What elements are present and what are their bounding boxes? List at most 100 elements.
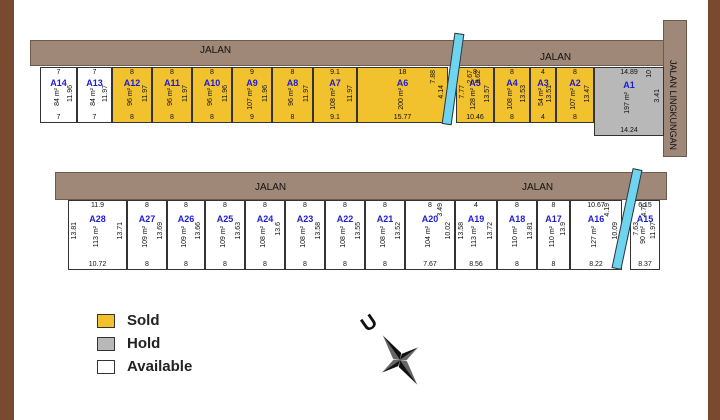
- lot-right-dimension: 13.51: [546, 85, 553, 103]
- lot-code: A27: [138, 214, 156, 224]
- lot-right-dimension: 4.14: [438, 85, 445, 99]
- lot-code: A11: [163, 78, 180, 88]
- lot-code: A26: [177, 214, 195, 224]
- lot-right-dimension: 13.6: [275, 222, 282, 236]
- lot-top-dimension: 8: [551, 202, 556, 209]
- lot-left-dimension: 13.58: [458, 222, 465, 240]
- lot-top-dimension: 8: [210, 69, 214, 76]
- lot-area: 84 m²: [89, 88, 97, 106]
- lot-code: A17: [545, 214, 562, 224]
- lot-top-dimension: 8: [290, 69, 295, 76]
- lot-right-dimension: 13.47: [584, 85, 591, 103]
- lot-code: A22: [336, 214, 354, 224]
- lot-code: A25: [216, 214, 234, 224]
- legend-label-available: Available: [127, 358, 193, 375]
- lot-top-dimension: 8: [383, 202, 387, 209]
- lot-area: 96 m²: [207, 88, 214, 106]
- compass-north-letter: U: [357, 310, 381, 336]
- lot-code: A13: [86, 78, 103, 88]
- lot-right-dimension: 13.69: [157, 222, 164, 240]
- lot-bottom-dimension: 8: [145, 261, 149, 268]
- lot-bottom-dimension: 8: [573, 114, 577, 121]
- lot-top-dimension: 4: [541, 69, 545, 76]
- lot-area: 107 m²: [247, 88, 254, 110]
- lot-top-dimension: 8: [343, 202, 347, 209]
- lot-top-dimension: 8: [223, 202, 227, 209]
- road-top: [30, 40, 667, 66]
- lot-bottom-dimension: 4: [541, 114, 545, 121]
- lot-right-dimension: 13.72: [487, 222, 494, 240]
- lot-bottom-dimension: 9: [250, 114, 254, 121]
- lot-bottom-dimension: 8: [343, 261, 347, 268]
- lot-top-dimension: 7: [92, 69, 97, 76]
- lot-area: 109 m²: [142, 226, 149, 248]
- lot-area: 128 m²: [470, 88, 477, 110]
- road-label-top-left: JALAN: [200, 45, 232, 56]
- frame-left: [0, 0, 14, 420]
- lot-top-dimension: 7: [56, 69, 61, 76]
- lot-right-dimension: 13.58: [315, 222, 322, 240]
- legend-swatch-available: [97, 360, 115, 374]
- lot-area: 90 m²: [640, 226, 647, 244]
- lot-area: 108 m²: [330, 88, 337, 110]
- lot-code: A15: [636, 214, 654, 224]
- lot-code: A19: [467, 214, 485, 224]
- lot-code: A24: [256, 214, 274, 224]
- road-label-side: JALAN LINGKUNGAN: [668, 60, 678, 151]
- lot-code: A14: [50, 78, 67, 88]
- lot-code: A10: [203, 78, 221, 88]
- lot-area: 127 m²: [591, 226, 598, 248]
- lot-code: A12: [123, 78, 141, 88]
- lot-top-dimension: 8: [510, 69, 514, 76]
- lot-right-dimension-2: 10: [646, 70, 653, 78]
- lot-left-dimension: 7.63: [633, 222, 640, 236]
- lot-code: A28: [89, 214, 106, 224]
- lot-right-dimension-2: 4.19: [604, 203, 611, 217]
- lot-code: A9: [246, 78, 258, 88]
- lot-right-dimension-2: 3.49: [437, 203, 444, 217]
- lot-top-dimension: 14.89: [620, 69, 638, 76]
- lot-right-dimension: 11.97: [650, 222, 657, 239]
- compass-icon: U: [357, 310, 419, 385]
- lot-area: 108 m²: [380, 226, 387, 248]
- lot-right-dimension: 13.63: [235, 222, 242, 240]
- lot-bottom-dimension: 10.46: [466, 114, 484, 121]
- lot-bottom-dimension: 8: [383, 261, 387, 268]
- lot-right-dimension: 13.52: [395, 222, 402, 240]
- frame-right: [708, 0, 720, 420]
- lot-top-dimension: 8: [145, 202, 149, 209]
- lot-area: 110 m²: [548, 226, 556, 248]
- lot-top-dimension: 8: [428, 202, 432, 209]
- legend-label-hold: Hold: [127, 335, 161, 352]
- lot-top-dimension: 8: [263, 202, 267, 209]
- lot-area: 108 m²: [507, 88, 514, 110]
- lot-top-dimension: 11.9: [90, 202, 105, 209]
